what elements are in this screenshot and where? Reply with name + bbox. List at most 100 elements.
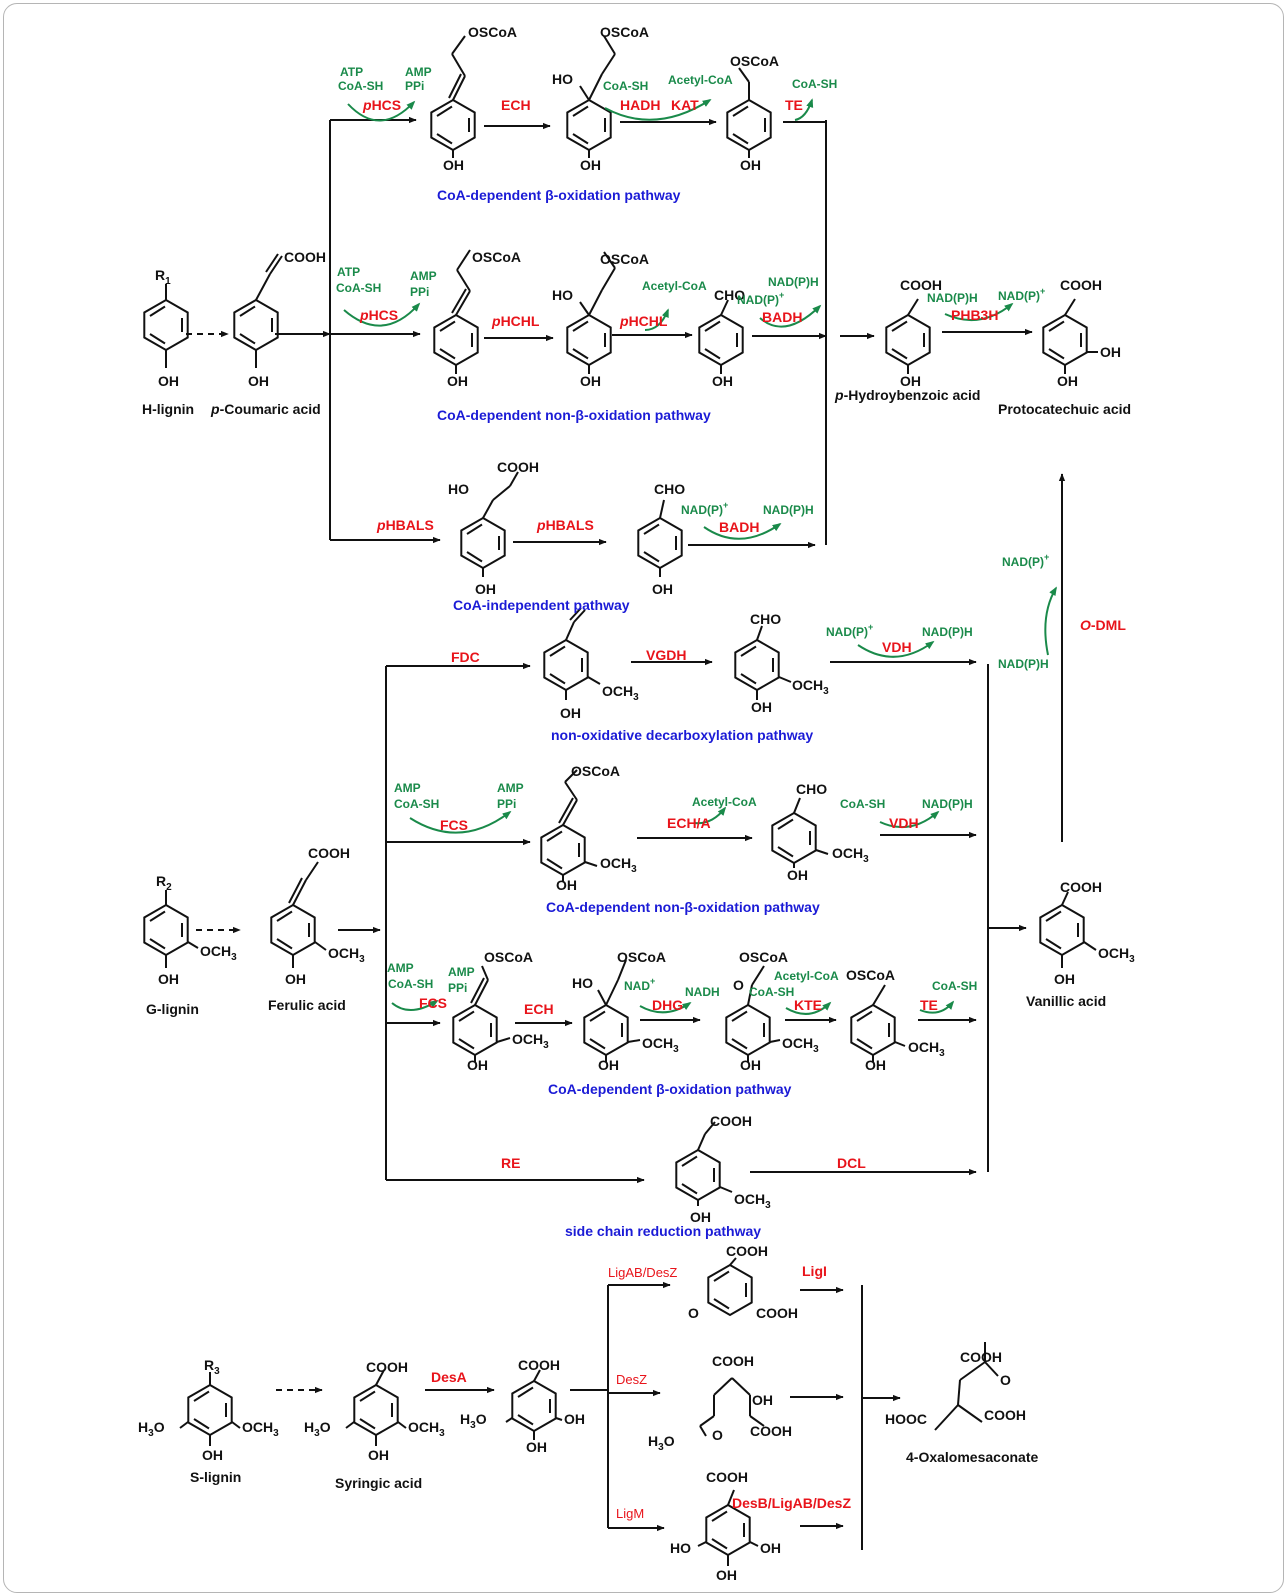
cof-nadp-3: NAD(P)+ xyxy=(681,500,728,517)
row2-scoa-1-part: SCoA xyxy=(483,249,521,265)
cof-atp-1: ATP xyxy=(340,65,363,79)
gb-och3-3-part: OCH xyxy=(782,1035,813,1051)
row2-scoa-2-part: O xyxy=(600,251,611,267)
syringic-och3-part: OCH xyxy=(408,1419,439,1435)
diene-h3co-part: H xyxy=(648,1433,658,1449)
pca-oh-1: OH xyxy=(1100,344,1121,360)
vanillin-och3: OCH3 xyxy=(792,677,829,697)
gallic-cooh-part: COOH xyxy=(706,1469,748,1485)
oxalomesaconate-structure xyxy=(934,1342,999,1431)
diene-cooh-2: COOH xyxy=(750,1423,792,1439)
oxalomesaconate-label: 4-Oxalomesaconate xyxy=(906,1449,1038,1465)
gb-oh-2-part: OH xyxy=(598,1057,619,1073)
enzyme-phchl-2-part: HCHL xyxy=(629,313,668,329)
vg-oh-part: OH xyxy=(560,705,581,721)
enzyme-phbals-1-part: p xyxy=(376,517,386,533)
cof-coash-2: CoA-SH xyxy=(603,79,648,93)
cof-amp-1: AMP xyxy=(405,65,432,79)
cof-nadph-6-part: NAD(P)H xyxy=(922,797,973,811)
enzyme-phcs-1-part: p xyxy=(362,97,372,113)
s-lignin-h3co-part: O xyxy=(154,1419,165,1435)
diene-h3co-part: O xyxy=(664,1433,675,1449)
p-coumaric-label-part: -Coumaric acid xyxy=(220,401,321,417)
vanillin-cho-part: CHO xyxy=(750,611,781,627)
gb-scoa-2-part: SCoA xyxy=(628,949,666,965)
gb-oh-2: OH xyxy=(598,1057,619,1073)
enzyme-ech-2: ECH xyxy=(524,1001,554,1017)
cof-amp-3-part: AMP xyxy=(394,781,421,795)
methylgallic-structure xyxy=(505,1369,563,1440)
s-lignin-och3: OCH3 xyxy=(242,1419,279,1439)
enzyme-ech-1-part: ECH xyxy=(501,97,531,113)
vanillin2-cho-part: CHO xyxy=(796,781,827,797)
pathway-g-non-beta: CoA-dependent non-β-oxidation pathway xyxy=(546,899,820,915)
omc-o-part: O xyxy=(1000,1372,1011,1388)
p-coumaric-label-part: p xyxy=(210,401,220,417)
enzyme-odml-part: O xyxy=(1080,617,1091,633)
gb-oh-1-part: OH xyxy=(467,1057,488,1073)
pathway-h-non-beta: CoA-dependent non-β-oxidation pathway xyxy=(437,407,711,423)
cof-acetylcoa-2: Acetyl-CoA xyxy=(642,279,707,293)
vinylguaiacol-structure xyxy=(543,607,601,700)
gallic-oh-1-part: OH xyxy=(760,1540,781,1556)
hydroxyphenyl-propanoic-structure xyxy=(460,471,519,577)
hydroxybenzaldehyde-structure-2 xyxy=(637,499,683,577)
enzyme-phbals-2-part: HBALS xyxy=(546,517,594,533)
row3-ho: HO xyxy=(448,481,469,497)
pca-cooh-part: COOH xyxy=(1060,277,1102,293)
enzyme-kte: KTE xyxy=(794,997,822,1013)
pathway-h-independent-part: CoA-independent pathway xyxy=(453,597,630,613)
g-lignin-label: G-lignin xyxy=(146,1001,199,1017)
cof-nadph-5-part: NAD(P)H xyxy=(998,657,1049,671)
gb-och3-1-part: 3 xyxy=(543,1040,549,1051)
oxalomesaconate-label-part: 4-Oxalomesaconate xyxy=(906,1449,1038,1465)
gb-och3-2: OCH3 xyxy=(642,1035,679,1055)
gb-och3-1: OCH3 xyxy=(512,1031,549,1051)
cof-coash-3-part: CoA-SH xyxy=(792,77,837,91)
hydroxy-feruloyl-coa-structure xyxy=(583,959,641,1062)
pyrone-structure xyxy=(707,1257,753,1316)
ferulic-oh: OH xyxy=(285,971,306,987)
cof-acetylcoa-2-part: Acetyl-CoA xyxy=(642,279,707,293)
gb-och3-2-part: 3 xyxy=(673,1044,679,1055)
enzyme-fcs-2-part: FCS xyxy=(419,995,447,1011)
pathway-g-non-beta-part: CoA-dependent non-β-oxidation pathway xyxy=(546,899,820,915)
gb-oh-4-part: OH xyxy=(865,1057,886,1073)
cofactor-arrows xyxy=(343,98,1057,1015)
p-coumaric-cooh: COOH xyxy=(284,249,326,265)
enzyme-phcs-1-part: HCS xyxy=(372,97,402,113)
row2-ho-2: HO xyxy=(552,287,573,303)
enzyme-te-2: TE xyxy=(920,997,938,1013)
enzyme-ech-2-part: ECH xyxy=(524,1001,554,1017)
vanillin2-och3-part: OCH xyxy=(832,845,863,861)
row2-cho-part: CHO xyxy=(714,287,745,303)
h-lignin-structure xyxy=(143,284,189,368)
g-lignin-r2-part: 2 xyxy=(166,882,172,893)
p-hydroxybenzoic-structure xyxy=(885,298,931,374)
vg-oh: OH xyxy=(560,705,581,721)
enzyme-ech-1: ECH xyxy=(501,97,531,113)
cof-coash-9-part: CoA-SH xyxy=(932,979,977,993)
enzyme-desb: DesB/LigAB/DesZ xyxy=(732,1495,851,1511)
dhf-och3-part: 3 xyxy=(765,1200,771,1211)
gb-ho-2-part: HO xyxy=(572,975,593,991)
p-coumaric-oh-part: OH xyxy=(248,373,269,389)
mg-oh-2: OH xyxy=(526,1439,547,1455)
top-ho-2: HO xyxy=(552,71,573,87)
cof-nadph-3-part: NAD(P)H xyxy=(763,503,814,517)
cof-coash-4: CoA-SH xyxy=(336,281,381,295)
enzyme-fcs-1: FCS xyxy=(440,817,468,833)
enzyme-ligm: LigM xyxy=(616,1506,644,1521)
mg-oh-1: OH xyxy=(564,1411,585,1427)
cof-acetylcoa-3: Acetyl-CoA xyxy=(692,795,757,809)
ferulic-cooh: COOH xyxy=(308,845,350,861)
diene-o-part: O xyxy=(712,1427,723,1443)
cof-nadp-5-part: NAD(P) xyxy=(1002,555,1044,569)
cof-nadph-5: NAD(P)H xyxy=(998,657,1049,671)
gb-scoa-1-part: O xyxy=(484,949,495,965)
gb-och3-1-part: OCH xyxy=(512,1031,543,1047)
vanillin2-oh: OH xyxy=(787,867,808,883)
enzyme-fcs-1-part: FCS xyxy=(440,817,468,833)
row3-cho-part: CHO xyxy=(654,481,685,497)
syringic-oh: OH xyxy=(368,1447,389,1463)
